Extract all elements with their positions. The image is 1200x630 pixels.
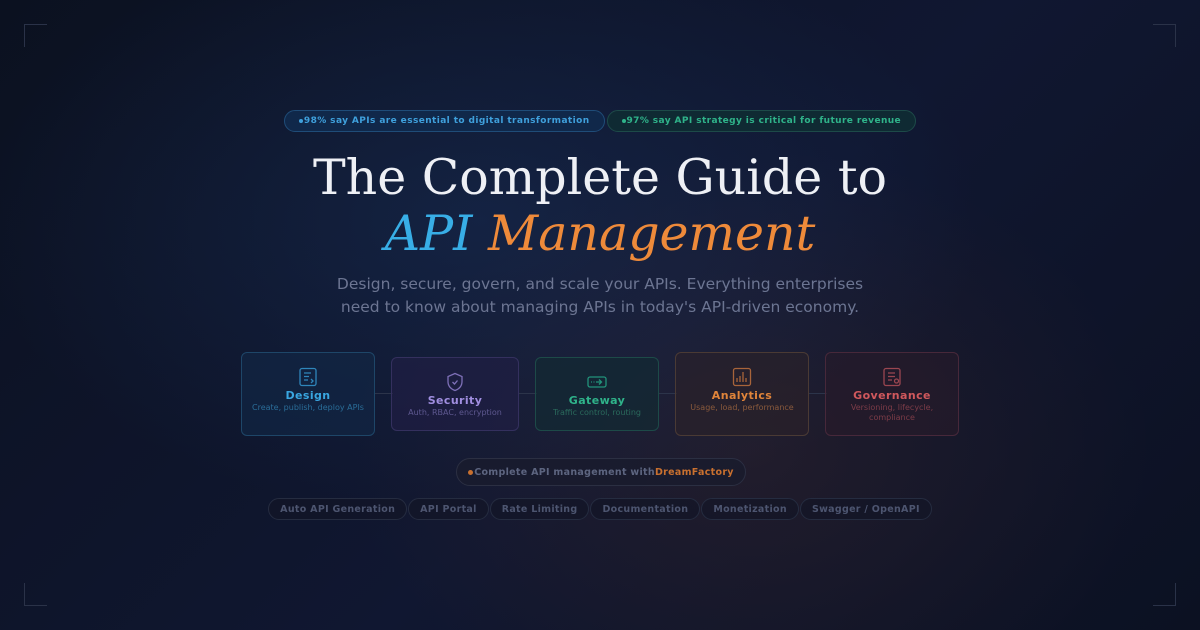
step-desc: Create, publish, deploy APIs bbox=[252, 403, 364, 412]
step-title: Design bbox=[285, 389, 331, 402]
subtitle: Design, secure, govern, and scale your A… bbox=[0, 273, 1200, 319]
step-title: Security bbox=[427, 394, 483, 407]
dot-icon bbox=[621, 119, 626, 123]
bar-chart-icon bbox=[732, 367, 752, 387]
corner-bracket bbox=[24, 583, 47, 606]
corner-bracket bbox=[1153, 583, 1176, 606]
corner-bracket bbox=[24, 24, 47, 47]
step-desc: Auth, RBAC, encryption bbox=[408, 408, 502, 417]
title-line-1: The Complete Guide to bbox=[312, 149, 888, 206]
step-card-gateway: Gateway Traffic control, routing bbox=[535, 357, 659, 431]
connector bbox=[809, 393, 827, 394]
brand-name: DreamFactory bbox=[654, 466, 734, 478]
feature-tag: API Portal bbox=[408, 498, 489, 520]
step-card-analytics: Analytics Usage, load, performance bbox=[675, 352, 809, 436]
step-card-design: Design Create, publish, deploy APIs bbox=[241, 352, 375, 436]
step-desc: Versioning, lifecycle, compliance bbox=[850, 403, 934, 422]
step-title: Gateway bbox=[568, 394, 626, 407]
policy-document-icon bbox=[882, 367, 902, 387]
dot-icon bbox=[298, 119, 303, 123]
subtitle-line-1: Design, secure, govern, and scale your A… bbox=[336, 275, 864, 293]
stat-pill: 97% say API strategy is critical for fut… bbox=[606, 110, 917, 132]
connector bbox=[519, 393, 537, 394]
connector bbox=[375, 393, 393, 394]
feature-tag: Auto API Generation bbox=[268, 498, 408, 520]
step-card-governance: Governance Versioning, lifecycle, compli… bbox=[825, 352, 959, 436]
stat-text: 98% say APIs are essential to digital tr… bbox=[303, 116, 590, 126]
cta-pill[interactable]: Complete API management with DreamFactor… bbox=[456, 458, 746, 486]
stat-pill: 98% say APIs are essential to digital tr… bbox=[283, 110, 605, 132]
page-title: The Complete Guide to API Management bbox=[0, 150, 1200, 262]
gateway-arrow-icon bbox=[587, 372, 607, 392]
feature-tag: Rate Limiting bbox=[489, 498, 590, 520]
feature-tags: Auto API Generation API Portal Rate Limi… bbox=[0, 498, 1200, 520]
step-title: Governance bbox=[853, 389, 931, 402]
stat-text: 97% say API strategy is critical for fut… bbox=[626, 116, 902, 126]
feature-tag: Swagger / OpenAPI bbox=[799, 498, 932, 520]
step-desc: Usage, load, performance bbox=[690, 403, 794, 412]
corner-bracket bbox=[1153, 24, 1176, 47]
document-icon bbox=[298, 367, 318, 387]
subtitle-line-2: need to know about managing APIs in toda… bbox=[340, 298, 860, 316]
connector bbox=[659, 393, 677, 394]
step-card-security: Security Auth, RBAC, encryption bbox=[391, 357, 519, 431]
step-title: Analytics bbox=[711, 389, 773, 402]
feature-tag: Documentation bbox=[590, 498, 701, 520]
shield-check-icon bbox=[445, 372, 465, 392]
title-management: Management bbox=[488, 205, 816, 262]
step-desc: Traffic control, routing bbox=[553, 408, 641, 417]
feature-tag: Monetization bbox=[701, 498, 799, 520]
stats-row: 98% say APIs are essential to digital tr… bbox=[0, 110, 1200, 132]
dot-icon bbox=[468, 469, 474, 475]
title-api: API bbox=[384, 205, 473, 262]
cta-text: Complete API management with bbox=[474, 466, 655, 478]
